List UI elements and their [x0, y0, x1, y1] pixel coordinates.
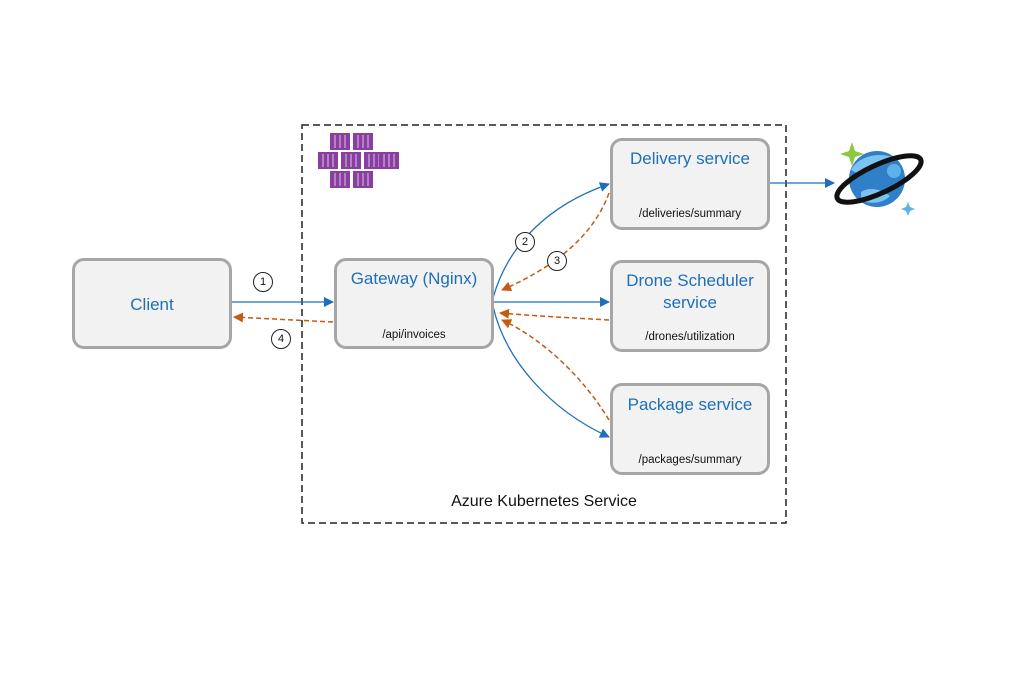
client-box: Client — [72, 258, 232, 349]
drone-scheduler-label-line2: service — [663, 293, 717, 312]
cosmos-db-icon — [834, 142, 924, 216]
drone-scheduler-path: /drones/utilization — [645, 331, 735, 343]
step-4-marker: 4 — [271, 329, 291, 349]
gateway-path: /api/invoices — [382, 329, 446, 341]
response-arrow-gateway-client — [233, 312, 334, 323]
request-arrow-gateway-package — [492, 305, 610, 438]
package-service-box: Package service /packages/summary — [610, 383, 770, 475]
request-arrow-gateway-delivery — [492, 182, 610, 299]
response-arrow-delivery-gateway — [501, 192, 610, 291]
client-label: Client — [130, 295, 174, 314]
delivery-service-label: Delivery service — [630, 149, 750, 168]
aks-cluster-boundary — [301, 124, 787, 524]
drone-scheduler-label-line1: Drone Scheduler — [626, 271, 754, 290]
step-2-marker: 2 — [515, 232, 535, 252]
package-service-path: /packages/summary — [638, 454, 742, 466]
cluster-label: Azure Kubernetes Service — [451, 493, 637, 510]
gateway-label: Gateway (Nginx) — [350, 269, 478, 288]
delivery-service-box: Delivery service /deliveries/summary — [610, 138, 770, 230]
kubernetes-icon — [318, 133, 399, 188]
package-service-label: Package service — [627, 395, 753, 414]
gateway-box: Gateway (Nginx) /api/invoices — [334, 258, 494, 349]
step-1-marker: 1 — [253, 272, 273, 292]
drone-scheduler-box: Drone Scheduler service /drones/utilizat… — [610, 260, 770, 352]
delivery-service-path: /deliveries/summary — [638, 208, 742, 220]
step-3-marker: 3 — [547, 251, 567, 271]
response-arrow-drone-gateway — [499, 308, 610, 321]
response-arrow-package-gateway — [501, 319, 610, 421]
